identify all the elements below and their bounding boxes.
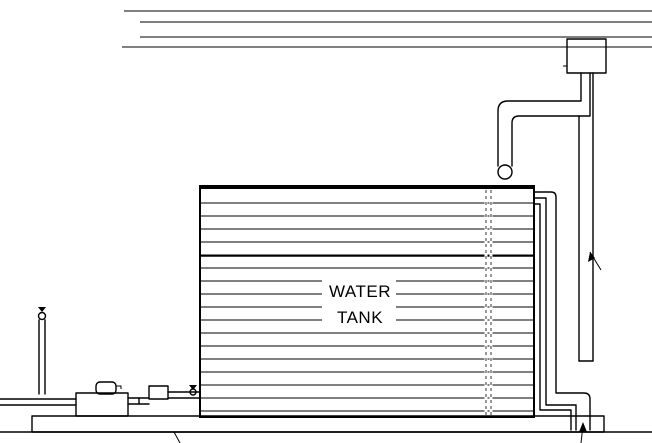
vertical-riser-pipe	[578, 72, 602, 362]
tank-label: WATER TANK	[322, 280, 396, 330]
junction-box	[563, 38, 607, 74]
vent-pipe	[37, 307, 47, 395]
pump-assembly	[0, 381, 201, 417]
base-platform	[0, 415, 652, 443]
ceiling-structure	[122, 10, 652, 48]
inlet-pipe	[497, 72, 591, 180]
tank-label-line-1: WATER	[329, 282, 391, 301]
overflow-pipe	[533, 191, 591, 443]
tank-label-line-2: TANK	[337, 308, 383, 327]
